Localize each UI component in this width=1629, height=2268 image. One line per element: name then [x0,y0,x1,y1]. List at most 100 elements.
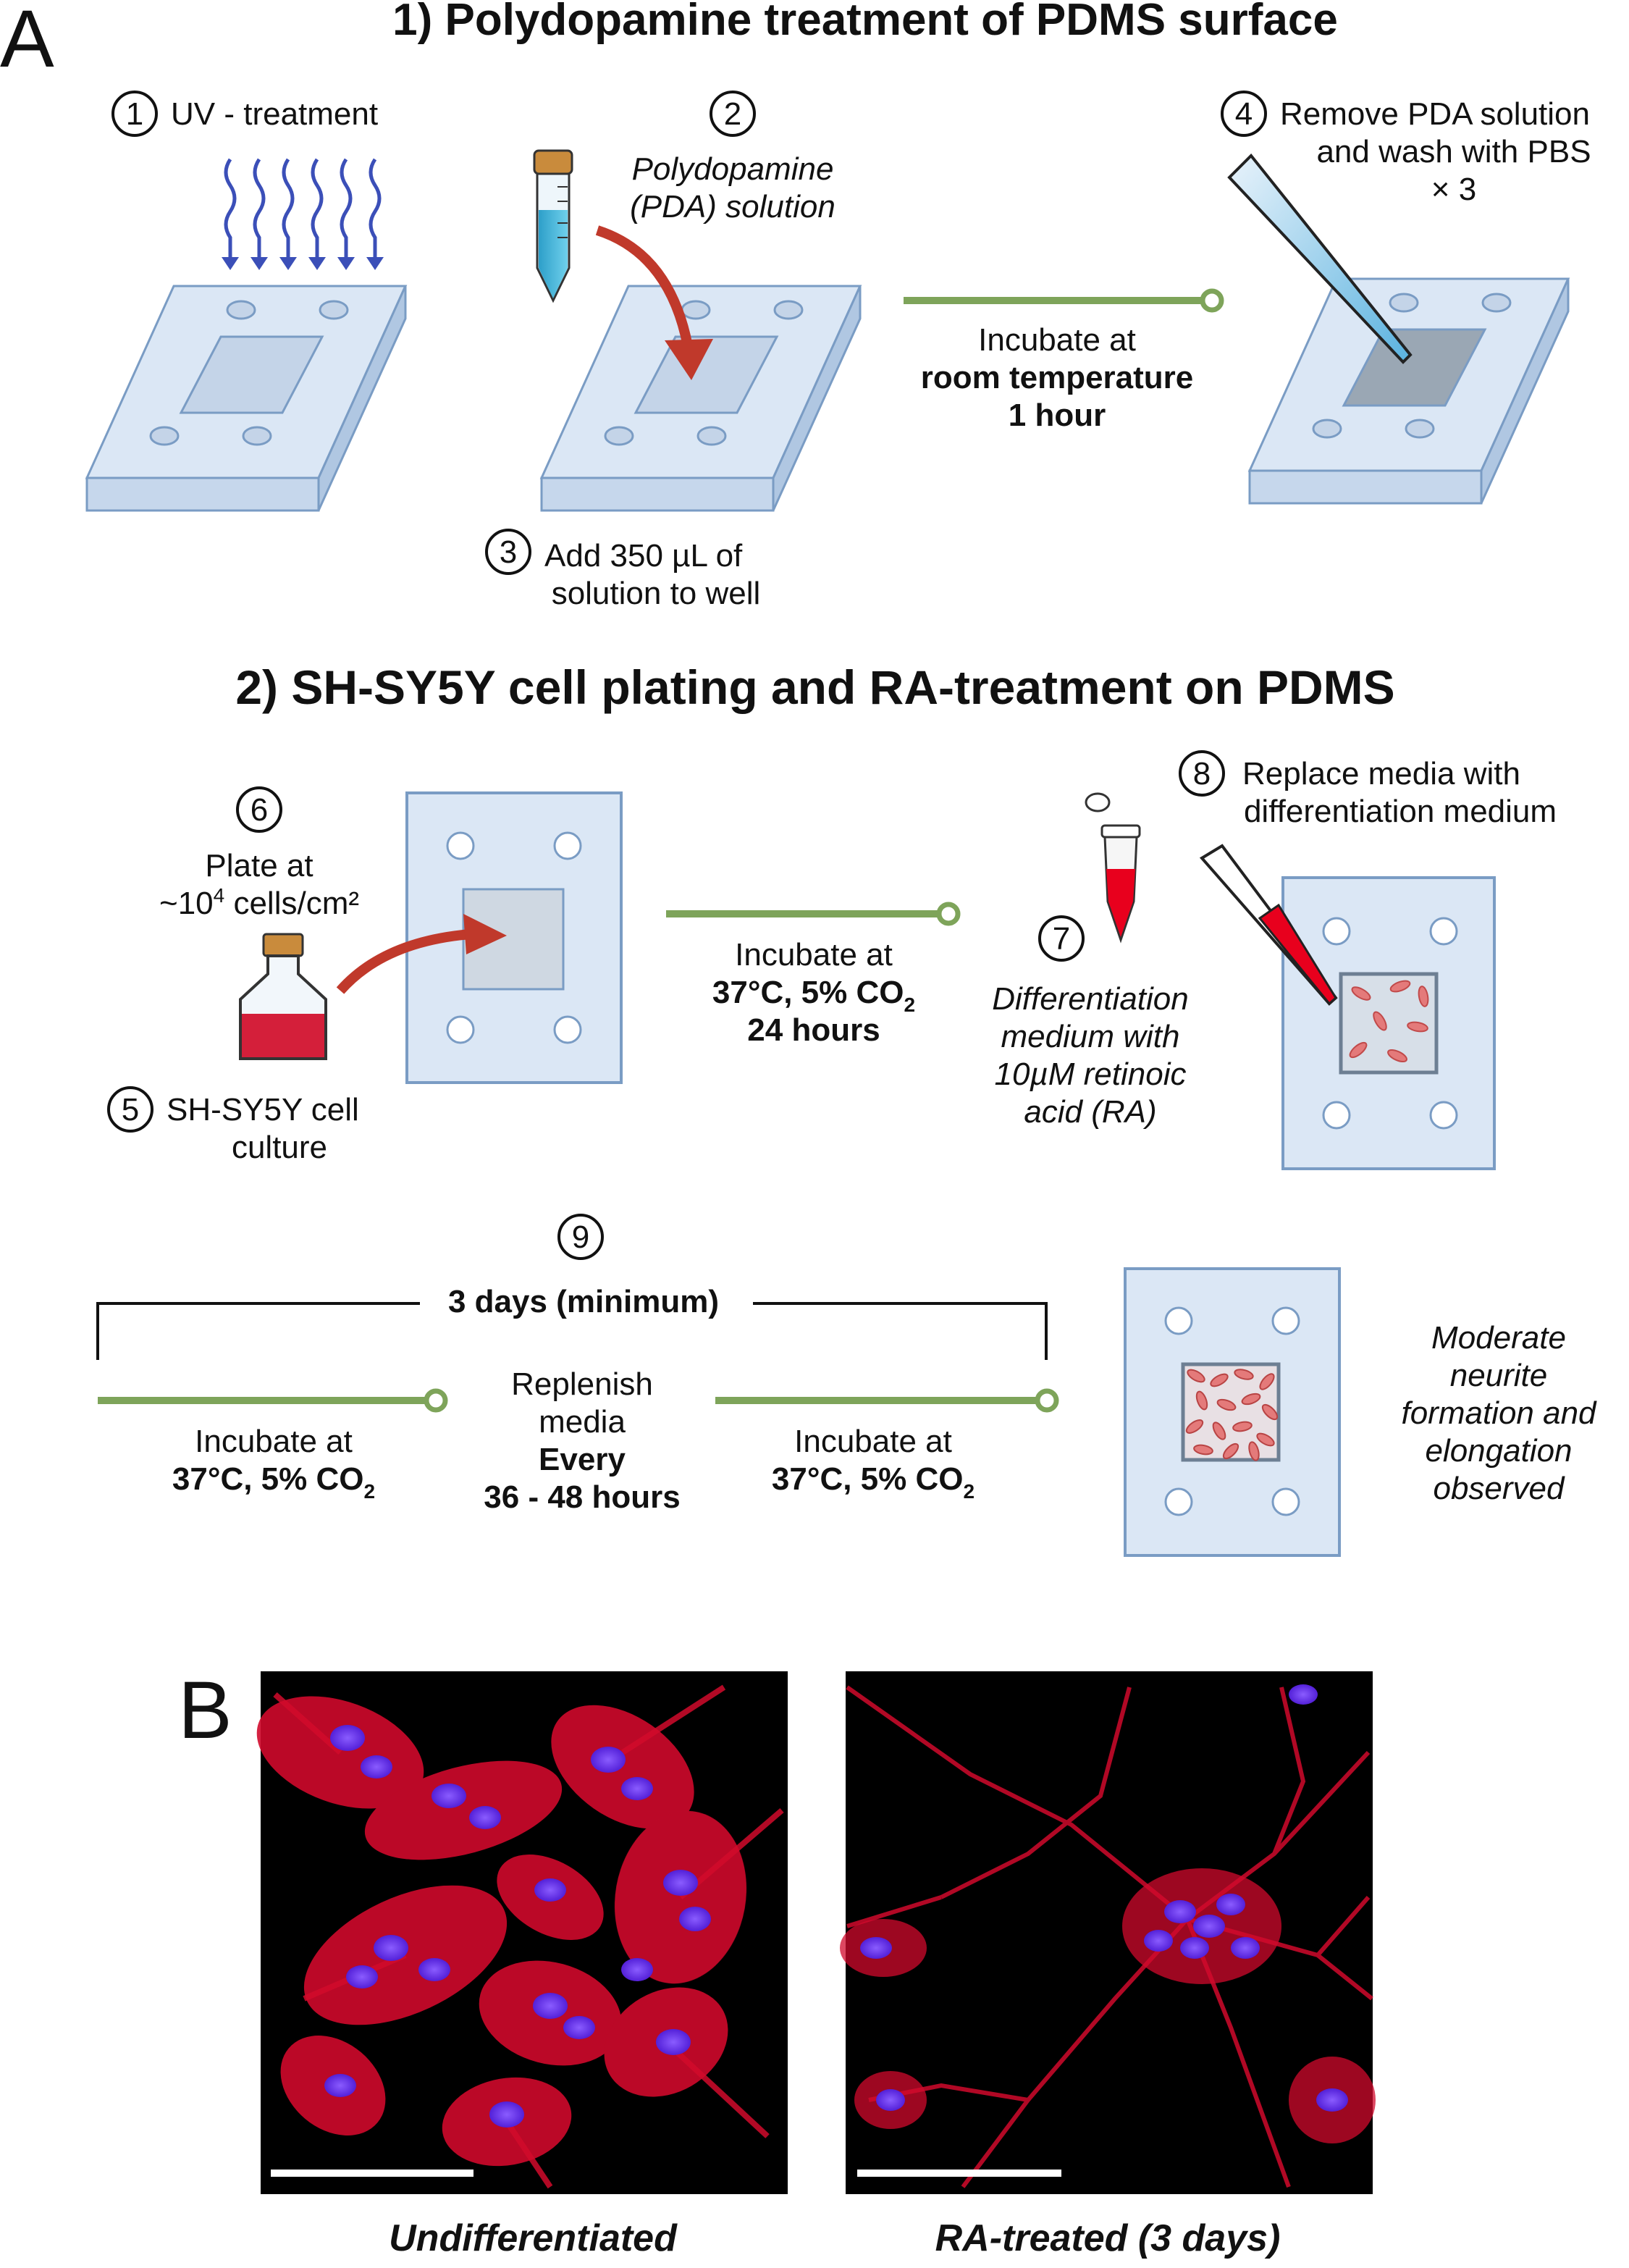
step2-line1: Polydopamine [632,151,834,187]
step8-group: 8 Replace media with differentiation med… [1179,750,1557,1170]
incubate-rt-line1: Incubate at [978,322,1136,358]
step5-number: 5 [122,1092,139,1127]
step6-group: 6 Plate at ~104 cells/cm² 5 SH-SY5Y cell… [107,786,359,1165]
panel-a-letter: A [0,0,54,84]
incubate-left-line2-main: 37°C, 5% CO [172,1461,364,1497]
step5-number-circle [107,1086,153,1133]
falcon-tube-icon [533,149,573,303]
step4-line2: and wash with PBS [1316,134,1591,169]
outcome-line3: formation and [1401,1395,1597,1431]
step7-number: 7 [1053,921,1070,957]
uv-arrowheads-icon [222,257,384,270]
incubate-left-line2-sub: 2 [364,1480,376,1503]
step5-line2: culture [232,1130,327,1165]
incubate-rt-line3: 1 hour [1009,398,1106,433]
red-curved-arrow-icon-2 [336,914,507,994]
step1-number: 1 [126,96,143,132]
incubate-right-line1: Incubate at [794,1424,952,1459]
step7-line1: Differentiation [992,981,1188,1017]
uv-rays-icon [224,158,382,259]
step7-number-circle [1038,915,1085,962]
dense-cells-icon [1185,1369,1279,1461]
step8-number: 8 [1193,756,1211,791]
step6-line2: ~104 cells/cm² [159,884,359,921]
pipette-icon-1 [1227,154,1413,364]
step4-line1: Remove PDA solution [1280,96,1590,132]
step6-line2-sup: 4 [214,884,225,907]
incubate-left-line2: 37°C, 5% CO2 [172,1461,375,1503]
incubate-rt-line2: room temperature [921,360,1194,395]
step6-number: 6 [251,792,268,828]
step7-line2: medium with [1001,1019,1180,1054]
step4-line3: × 3 [1431,172,1476,207]
replenish-line4: 36 - 48 hours [484,1479,680,1515]
step9-group: 9 3 days (minimum) Incubate at 37°C, 5% … [96,1214,1597,1557]
step8-number-circle [1179,750,1225,797]
outcome-line2: neurite [1450,1358,1548,1393]
step1-label: UV - treatment [171,96,378,132]
step2-line2: (PDA) solution [630,189,835,224]
incubate-right-line2-main: 37°C, 5% CO [772,1461,964,1497]
step3-line1: Add 350 µL of [544,538,743,574]
step3-number: 3 [500,534,517,570]
undiff-nuclei [324,1725,711,2128]
step2-number-circle [710,91,756,137]
pdms-chip-icon-2 [539,285,862,512]
step6-number-circle [236,786,282,833]
incubate-24h-line2: 37°C, 5% CO2 [712,975,915,1016]
step7-line4: acid (RA) [1024,1094,1156,1130]
step6-line2-suffix: cells/cm² [224,886,359,921]
step9-number: 9 [572,1219,589,1255]
outcome-line5: observed [1433,1471,1565,1506]
pipette-icon-2 [1199,844,1338,1006]
outcome-line1: Moderate [1431,1320,1566,1356]
chip-top-view-3 [1124,1267,1341,1557]
caption-ra-treated: RA-treated (3 days) [935,2217,1281,2259]
duration-label: 3 days (minimum) [448,1284,719,1319]
incubate-rt-group: Incubate at room temperature 1 hour [904,288,1224,433]
pdms-chip-icon-4 [1247,277,1570,505]
replenish-line2: media [539,1404,626,1440]
step8-line2: differentiation medium [1244,794,1557,829]
red-curved-arrow-icon [595,225,713,380]
step4-group: 4 Remove PDA solution and wash with PBS … [1221,91,1591,505]
step6-line1: Plate at [205,848,313,883]
scale-bar-left [271,2170,473,2177]
replenish-line1: Replenish [511,1366,653,1402]
step2-number: 2 [724,96,741,132]
step2-group: 2 Polydopamine (PDA) solution 3 [485,91,862,611]
outcome-line4: elongation [1425,1433,1572,1469]
scale-bar-right [857,2170,1061,2177]
incubate-left-line1: Incubate at [195,1424,353,1459]
section1-title: 1) Polydopamine treatment of PDMS surfac… [392,0,1338,45]
micrograph-undifferentiated [256,1671,788,2194]
step8-line1: Replace media with [1242,756,1520,791]
step1-group: 1 UV - treatment [85,91,408,512]
step5-line1: SH-SY5Y cell [167,1092,359,1127]
incubate-24h-group: Incubate at 37°C, 5% CO2 24 hours [666,902,961,1048]
step3-number-circle [485,529,531,575]
duration-bracket [96,1302,1048,1360]
incubate-24h-line2-main: 37°C, 5% CO [712,975,904,1010]
culture-flask-icon [239,933,327,1060]
step4-number-circle [1221,91,1267,137]
step9-number-circle [557,1214,604,1260]
incubate-right-line2-sub: 2 [964,1480,975,1503]
incubate-24h-line3: 24 hours [747,1012,880,1048]
chip-top-view-2 [1281,876,1496,1170]
sparse-cells-icon [1349,980,1429,1063]
incubate-24h-line1: Incubate at [735,937,893,973]
incubate-24h-line2-sub: 2 [904,994,916,1016]
eppendorf-tube-icon [1085,792,1141,944]
pdms-chip-icon-1 [85,285,408,512]
replenish-line3: Every [539,1442,626,1477]
incubate-arrow-1-end [1200,288,1224,313]
ra-nuclei [860,1684,1348,2112]
incubate-arrow-4-end [1035,1388,1059,1413]
step7-group: 7 Differentiation medium with 10µM retin… [992,792,1189,1130]
incubate-arrow-2-end [936,902,961,926]
step3-line2: solution to well [552,576,761,611]
step6-line2-prefix: ~10 [159,886,214,921]
step4-number: 4 [1235,96,1253,132]
